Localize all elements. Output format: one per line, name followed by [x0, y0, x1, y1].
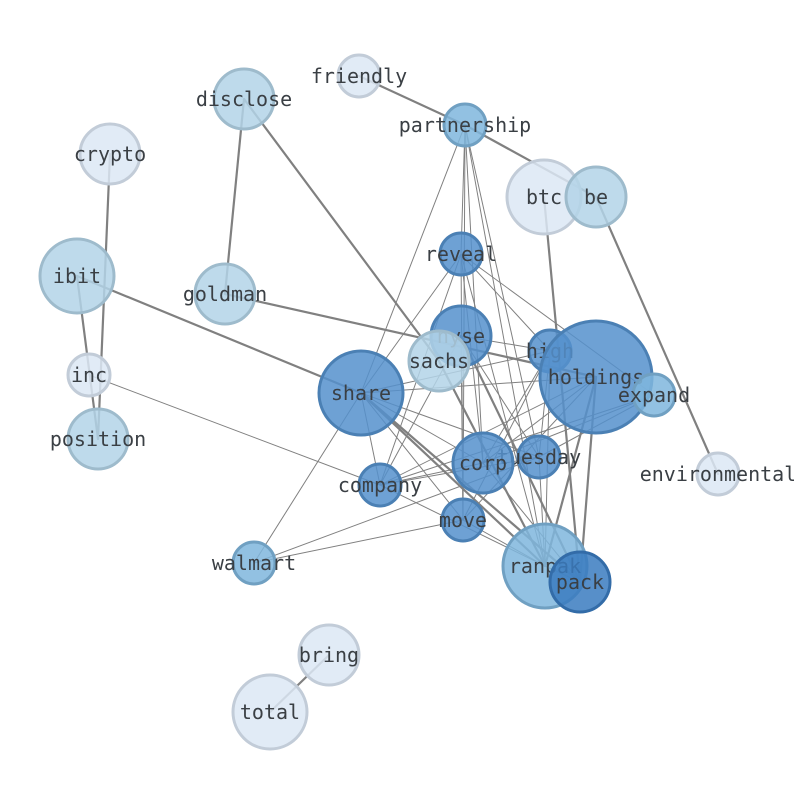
edge-partnership-corp — [464, 124, 484, 464]
node-label-expand: expand — [618, 383, 690, 407]
node-friendly: friendly — [311, 53, 407, 99]
node-circle-walmart — [231, 540, 277, 586]
edge-reveal-ranpak — [460, 253, 546, 567]
node-label-bring: bring — [299, 643, 359, 667]
node-label-company: company — [338, 473, 422, 497]
node-crypto: crypto — [74, 122, 146, 186]
edge-be-environmental — [594, 195, 720, 476]
node-ibit: ibit — [38, 237, 116, 315]
node-walmart: walmart — [212, 540, 296, 586]
edge-ibit-share — [75, 274, 363, 395]
node-circle-pack — [548, 550, 612, 614]
node-circle-inc — [66, 352, 112, 398]
edge-disclose-goldman — [223, 97, 246, 296]
node-goldman: goldman — [183, 262, 267, 326]
node-label-total: total — [240, 700, 300, 724]
node-label-be: be — [584, 185, 608, 209]
node-environmental: environmental — [640, 451, 794, 497]
node-circle-crypto — [78, 122, 142, 186]
node-disclose: disclose — [196, 67, 292, 131]
node-circle-be — [564, 165, 628, 229]
node-label-goldman: goldman — [183, 282, 267, 306]
node-label-partnership: partnership — [399, 113, 531, 137]
edge-partnership-share — [360, 124, 466, 394]
node-label-inc: inc — [71, 363, 107, 387]
node-label-sachs: sachs — [409, 349, 469, 373]
node-circle-ibit — [38, 237, 116, 315]
node-circle-reveal — [438, 231, 484, 277]
node-label-holdings: holdings — [548, 365, 644, 389]
edge-inc-company — [88, 374, 381, 486]
node-move: move — [439, 497, 487, 543]
node-label-disclose: disclose — [196, 87, 292, 111]
node-holdings: holdings — [538, 319, 654, 435]
node-partnership: partnership — [399, 102, 531, 148]
node-circle-expand — [631, 372, 677, 418]
node-label-crypto: crypto — [74, 142, 146, 166]
node-label-reveal: reveal — [425, 242, 497, 266]
edge-disclose-sachs — [242, 97, 441, 363]
edge-move-walmart — [253, 519, 464, 564]
node-circle-share — [317, 349, 405, 437]
edge-partnership-tuesday — [464, 124, 540, 458]
node-corp: corp — [451, 431, 515, 495]
node-circle-sachs — [407, 329, 471, 393]
node-circle-company — [357, 462, 403, 508]
node-label-btc: btc — [526, 185, 562, 209]
node-circle-bring — [297, 623, 361, 687]
node-share: share — [317, 349, 405, 437]
node-circle-total — [231, 673, 309, 751]
node-label-walmart: walmart — [212, 551, 296, 575]
node-circle-friendly — [336, 53, 382, 99]
node-circle-corp — [451, 431, 515, 495]
node-circle-environmental — [695, 451, 741, 497]
node-reveal: reveal — [425, 231, 497, 277]
node-inc: inc — [66, 352, 112, 398]
node-label-pack: pack — [556, 570, 604, 594]
node-circle-partnership — [442, 102, 488, 148]
node-circle-tuesday — [516, 434, 562, 480]
node-expand: expand — [618, 372, 690, 418]
node-label-corp: corp — [459, 451, 507, 475]
node-position: position — [50, 407, 146, 471]
node-circle-move — [440, 497, 486, 543]
node-company: company — [338, 462, 422, 508]
edge-partnership-ranpak — [464, 124, 546, 567]
node-pack: pack — [548, 550, 612, 614]
node-circle-position — [66, 407, 130, 471]
node-be: be — [564, 165, 628, 229]
node-label-position: position — [50, 427, 146, 451]
node-label-environmental: environmental — [640, 462, 794, 486]
node-label-friendly: friendly — [311, 64, 407, 88]
node-total: total — [231, 673, 309, 751]
node-label-ibit: ibit — [53, 264, 101, 288]
node-circle-disclose — [212, 67, 276, 131]
node-bring: bring — [297, 623, 361, 687]
node-label-move: move — [439, 508, 487, 532]
node-sachs: sachs — [407, 329, 471, 393]
node-label-share: share — [331, 381, 391, 405]
node-circle-goldman — [193, 262, 257, 326]
